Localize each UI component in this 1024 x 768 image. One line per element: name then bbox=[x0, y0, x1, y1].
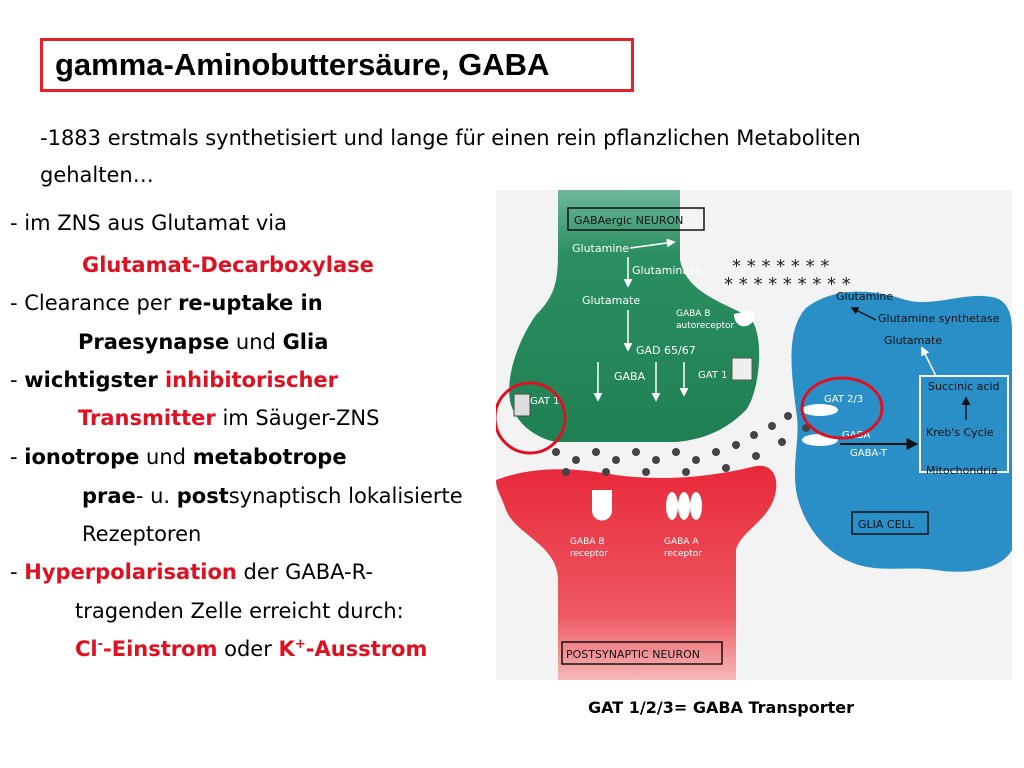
text-line-5: Praesynapse und Glia bbox=[78, 330, 329, 354]
label-gaba-b-receptor-1: GABA B bbox=[570, 537, 605, 547]
gaba-a-receptor-shape bbox=[666, 492, 702, 520]
text-line-11: - Hyperpolarisation der GABA-R- bbox=[10, 560, 373, 584]
postsynaptic-neuron-shape bbox=[496, 465, 777, 680]
text-line-12: tragenden Zelle erreicht durch: bbox=[75, 599, 404, 623]
title-box: gamma-Aminobuttersäure, GABA bbox=[40, 38, 634, 92]
gaba-b-receptor-shape bbox=[592, 490, 612, 521]
glutamine-transport-stars-2: * * * * * * * * * bbox=[724, 274, 851, 295]
label-krebs-cycle: Kreb's Cycle bbox=[926, 426, 994, 439]
highlight-circle-gat23 bbox=[800, 376, 884, 440]
text-line-2: - im ZNS aus Glutamat via bbox=[10, 211, 287, 235]
text-line-7: Transmitter im Säuger-ZNS bbox=[78, 406, 380, 430]
label-glutamate-right: Glutamate bbox=[884, 334, 942, 347]
gaba-vesicle-dots bbox=[552, 412, 810, 476]
label-gaba-b-autoreceptor-2: autoreceptor bbox=[676, 321, 735, 331]
text-line-1: -1883 erstmals synthetisiert und lange f… bbox=[40, 126, 861, 150]
label-gaba-a-receptor-1: GABA A bbox=[664, 537, 699, 547]
text-line-8: - ionotrope und metabotrope bbox=[10, 445, 347, 469]
text-line-3: Glutamat-Decarboxylase bbox=[82, 253, 374, 277]
slide-title: gamma-Aminobuttersäure, GABA bbox=[55, 47, 550, 82]
label-succinic-acid: Succinic acid bbox=[928, 380, 1000, 393]
gat1-transporter-left bbox=[513, 393, 531, 417]
label-gabaergic-neuron: GABAergic NEURON bbox=[574, 214, 683, 227]
mitochondria-box bbox=[919, 375, 1009, 473]
label-glutamine-top: Glutamine bbox=[572, 242, 629, 255]
label-mitochondria: Mitochondria bbox=[926, 464, 998, 477]
gaba-b-autoreceptor-shape bbox=[734, 310, 754, 327]
label-glia-cell: GLIA CELL bbox=[858, 518, 915, 531]
gaba-synapse-diagram: GABAergic NEURON Glutamine Glutaminase G… bbox=[496, 190, 1012, 680]
label-gaba-b-receptor-2: receptor bbox=[570, 549, 608, 559]
label-glutamine-synthetase: Glutamine synthetase bbox=[878, 312, 1000, 325]
label-gat1-right: GAT 1 bbox=[698, 370, 727, 381]
label-gat1-left: GAT 1 bbox=[530, 396, 559, 407]
label-postsynaptic-neuron: POSTSYNAPTIC NEURON bbox=[566, 648, 700, 661]
label-glutaminase: Glutaminase bbox=[632, 264, 702, 277]
highlight-circle-gat1 bbox=[496, 381, 567, 455]
label-gaba-b-autoreceptor-1: GABA B bbox=[676, 309, 711, 319]
text-line-6: - wichtigster inhibitorischer bbox=[10, 368, 339, 392]
glutamine-transport-stars-1: * * * * * * * bbox=[732, 256, 829, 277]
text-line-13: Cl--Einstrom oder K+-Ausstrom bbox=[75, 637, 428, 661]
text-line-1b: gehalten… bbox=[40, 163, 154, 187]
text-line-10: Rezeptoren bbox=[82, 522, 202, 546]
gabaergic-neuron-shape bbox=[509, 190, 760, 442]
gat23-transporter-top bbox=[802, 404, 838, 416]
gat1-transporter-right bbox=[731, 357, 753, 381]
label-gaba-a-receptor-2: receptor bbox=[664, 549, 702, 559]
label-glutamine-right: Glutamine bbox=[836, 290, 893, 303]
diagram-caption: GAT 1/2/3= GABA Transporter bbox=[588, 698, 854, 717]
label-gat23: GAT 2/3 bbox=[824, 394, 863, 405]
label-gad: GAD 65/67 bbox=[636, 344, 696, 357]
label-gaba-left: GABA bbox=[614, 370, 646, 383]
label-gaba-t: GABA-T bbox=[850, 448, 888, 459]
glia-cell-shape bbox=[791, 291, 1012, 572]
text-line-9: prae- u. postsynaptisch lokalisierte bbox=[82, 484, 463, 508]
text-line-4: - Clearance per re-uptake in bbox=[10, 291, 323, 315]
label-glutamate-left: Glutamate bbox=[582, 294, 640, 307]
